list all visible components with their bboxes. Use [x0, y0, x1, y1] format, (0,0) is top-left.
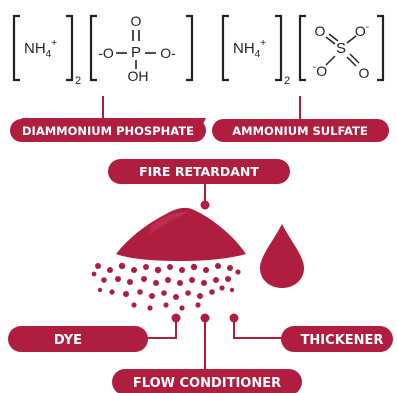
bracket-right	[66, 14, 74, 82]
label-thickener: THICKENER	[281, 326, 393, 352]
bracket-right	[377, 14, 385, 82]
atom-o-top-right: O-	[355, 22, 369, 39]
atom-s: S	[336, 40, 346, 57]
pill-shape	[108, 159, 290, 184]
svg-text:DYE: DYE	[54, 333, 82, 348]
bracket-right	[186, 14, 194, 82]
bracket-right	[275, 14, 283, 82]
svg-text:FLOW CONDITIONER: FLOW CONDITIONER	[133, 376, 281, 391]
svg-text:DIAMMONIUM PHOSPHATE: DIAMMONIUM PHOSPHATE	[22, 124, 194, 138]
cation-symbol: NH4+	[24, 38, 57, 60]
liquid-drop-icon	[260, 224, 304, 288]
powder-pile-icon	[91, 207, 246, 311]
pill-shape	[8, 326, 148, 352]
single-bond	[325, 55, 336, 66]
pill-shape	[112, 369, 302, 393]
connector-line	[144, 322, 177, 339]
cation-count: 2	[75, 75, 81, 87]
powder-particles	[91, 262, 241, 311]
bracket-left	[298, 14, 306, 82]
pill-shape	[212, 119, 389, 142]
bracket-left	[89, 14, 97, 82]
connector-line	[233, 322, 283, 339]
atom-o-top-left: O	[315, 23, 326, 39]
atom-o-top: O	[131, 13, 142, 29]
label-flow-conditioner: FLOW CONDITIONER	[112, 369, 302, 393]
atom-oh: OH	[128, 68, 149, 84]
atom-o-right: O-	[160, 45, 176, 61]
double-bond	[349, 53, 360, 64]
connector-dot	[200, 313, 210, 323]
svg-text:FIRE RETARDANT: FIRE RETARDANT	[139, 164, 259, 179]
atom-o-left: -O	[98, 45, 114, 61]
bracket-left	[12, 14, 20, 82]
connector-dot	[200, 200, 210, 210]
single-bond	[346, 35, 357, 44]
label-ammonium-sulfate: AMMONIUM SULFATE	[212, 96, 389, 142]
svg-text:THICKENER: THICKENER	[301, 333, 384, 348]
additive-connectors	[144, 313, 283, 369]
double-bond	[328, 33, 339, 42]
svg-text:AMMONIUM SULFATE: AMMONIUM SULFATE	[232, 124, 368, 138]
pill-shape	[281, 326, 393, 352]
diammonium-phosphate-formula: NH4+ 2 O P -O O- OH	[12, 13, 194, 87]
label-dye: DYE	[8, 326, 148, 352]
atom-p: P	[131, 44, 141, 61]
label-diammonium-phosphate: DIAMMONIUM PHOSPHATE	[10, 96, 206, 142]
double-bond	[325, 36, 336, 45]
atom-o-bottom-left: -O	[313, 62, 327, 79]
label-fire-retardant: FIRE RETARDANT	[108, 159, 290, 210]
bracket-left	[221, 14, 229, 82]
pill-shape	[10, 119, 206, 142]
ammonium-sulfate-formula: NH4+ 2 S O O- -O O	[221, 14, 385, 87]
cation-count: 2	[284, 75, 290, 87]
atom-o-bottom-right: O	[359, 65, 370, 81]
cation-symbol: NH4+	[233, 38, 266, 60]
connector-dot	[171, 313, 181, 323]
double-bond	[346, 56, 357, 67]
connector-dot	[229, 313, 239, 323]
